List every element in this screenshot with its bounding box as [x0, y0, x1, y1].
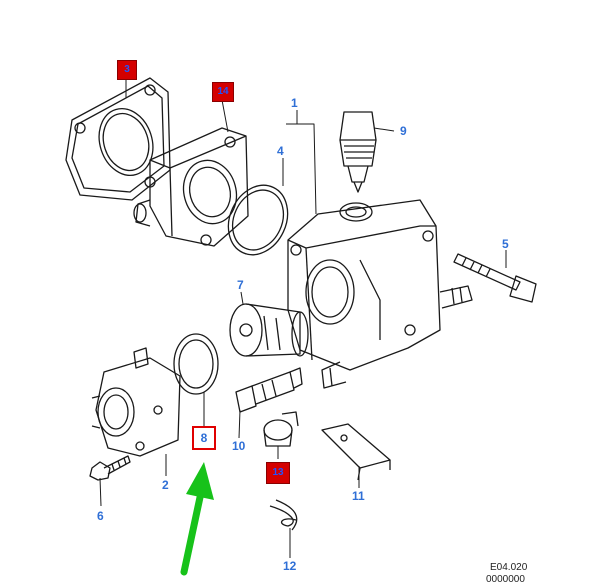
temperature-sender-part	[235, 367, 303, 413]
clip-part	[269, 499, 298, 531]
reference-code: E04.020	[490, 562, 528, 573]
gasket-part	[65, 77, 171, 201]
callout-6: 6	[97, 509, 104, 523]
callout-12: 12	[283, 559, 297, 573]
bolt-long-part	[453, 253, 537, 303]
plug-part	[263, 411, 299, 447]
reference-number: 0000000	[486, 574, 525, 585]
callout-7: 7	[237, 278, 244, 292]
seal-ring-part	[173, 333, 219, 395]
callout-8-highlighted: 8	[192, 426, 216, 450]
callout-9: 9	[400, 124, 407, 138]
bolt-short-part	[89, 455, 131, 481]
callout-2: 2	[162, 478, 169, 492]
callout-13-highlighted: 13	[266, 462, 290, 484]
housing-adaptor-part	[133, 127, 249, 247]
callout-10: 10	[232, 439, 246, 453]
o-ring-part	[227, 184, 289, 256]
thermostat-part	[229, 303, 309, 357]
callout-5: 5	[502, 237, 509, 251]
callout-14-highlighted: 14	[212, 82, 234, 102]
callout-3-highlighted: 3	[117, 60, 137, 80]
callout-1: 1	[291, 96, 298, 110]
callout-4: 4	[277, 144, 284, 158]
leader-lines	[99, 80, 507, 558]
callout-11: 11	[352, 489, 365, 503]
main-housing-part	[287, 199, 473, 389]
green-pointer-arrow	[180, 462, 214, 576]
sensor-part	[339, 111, 377, 193]
outlet-connector-part	[91, 347, 181, 457]
bracket-part	[321, 423, 391, 481]
